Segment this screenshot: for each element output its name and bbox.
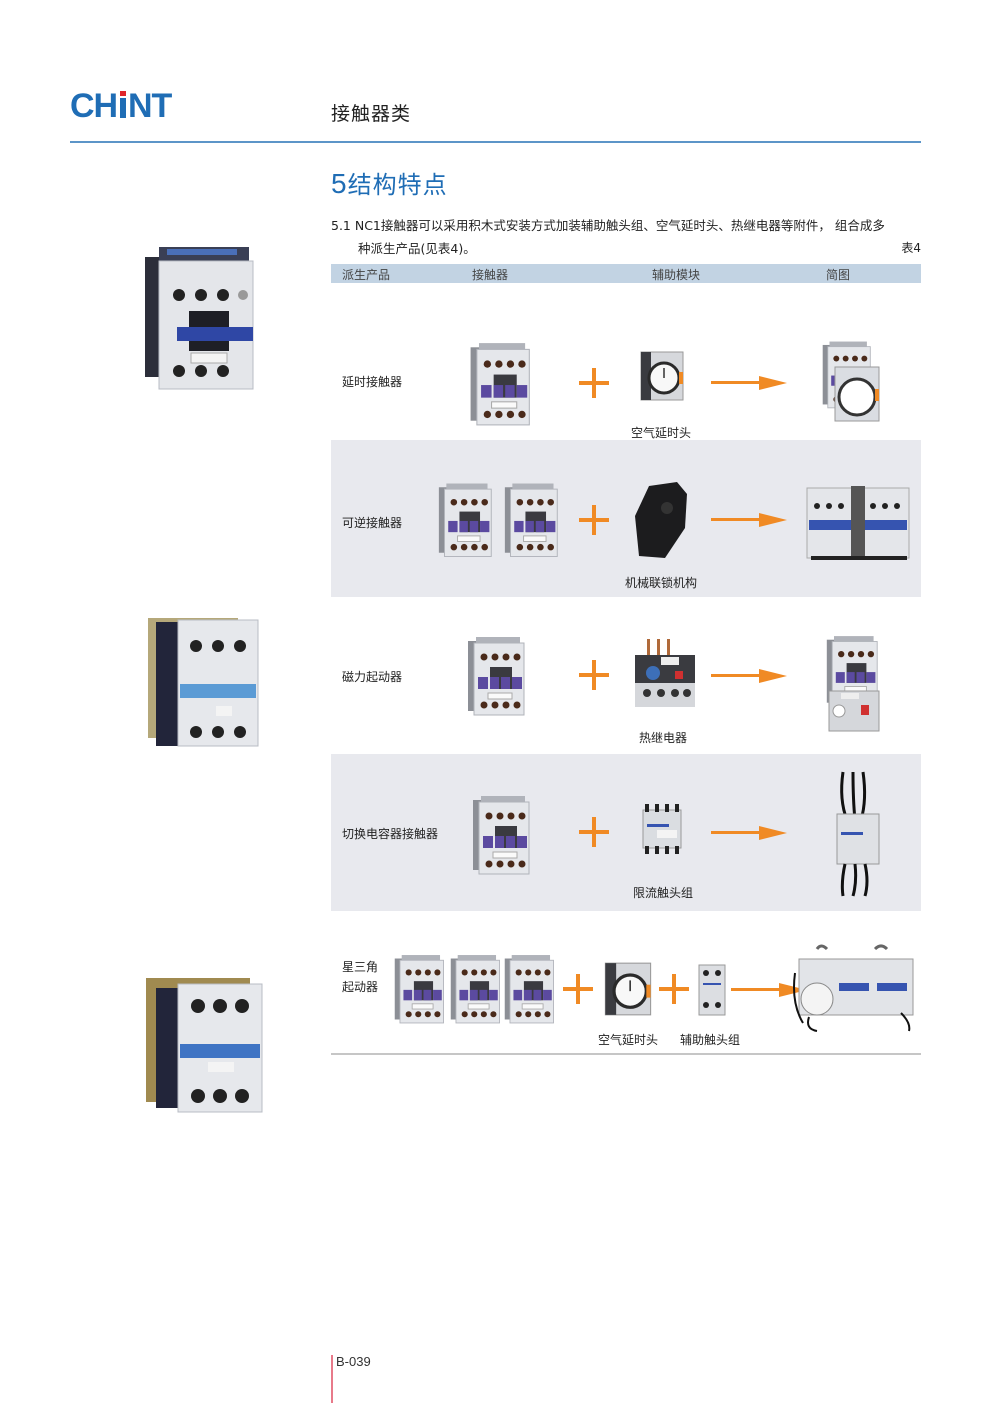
- contactor-image: [503, 480, 561, 560]
- plus-icon: [579, 505, 609, 535]
- table-row: 切换电容器接触器 限流触头组: [331, 754, 921, 911]
- heading-title: 结构特点: [347, 171, 448, 199]
- col-derived-product: 派生产品: [342, 268, 391, 282]
- air-delay-head-image: [639, 350, 685, 402]
- contactor-image: [449, 951, 503, 1027]
- thermal-relay-image: [635, 639, 695, 707]
- arrow-right-icon: [711, 376, 787, 390]
- svg-text:CH: CH: [70, 89, 117, 121]
- contactor-image: [437, 480, 495, 560]
- contactor-photo-large: [146, 978, 263, 1113]
- module-caption: 空气延时头: [598, 1033, 659, 1047]
- module-caption: 限流触头组: [633, 886, 694, 900]
- svg-text:NT: NT: [128, 89, 173, 121]
- row-label: 可逆接触器: [342, 516, 403, 530]
- contactor-image: [471, 794, 533, 876]
- plus-icon: [579, 660, 609, 690]
- contactor-image: [466, 341, 536, 427]
- diagram-capacitor-contactor: [836, 771, 880, 897]
- row-label: 磁力起动器: [342, 670, 403, 684]
- derived-products-table: 派生产品 接触器 辅助模块 简图 延时接触器 空气延时头 可逆接触器 机械联锁机…: [331, 264, 921, 1051]
- arrow-right-icon: [711, 669, 787, 683]
- page-number: B-039: [336, 1354, 371, 1369]
- contactor-photo-small: [145, 247, 254, 390]
- plus-icon: [659, 974, 689, 1004]
- module-caption: 热继电器: [639, 731, 688, 745]
- table-header: 派生产品 接触器 辅助模块 简图: [331, 264, 921, 283]
- contactor-image: [393, 951, 447, 1027]
- contactor-photo-medium: [148, 618, 259, 747]
- air-delay-head-image: [603, 961, 653, 1017]
- col-aux-module: 辅助模块: [652, 268, 701, 282]
- contactor-image: [466, 635, 528, 717]
- chint-logo-mark: CH NT: [70, 89, 174, 121]
- row-label-line-1: 星三角: [342, 960, 379, 974]
- module-caption: 空气延时头: [631, 426, 692, 440]
- diagram-star-delta-starter: [793, 944, 914, 1032]
- plus-icon: [563, 974, 593, 1004]
- intro-line-2-wrap: 种派生产品(见表4)。 表4: [331, 237, 921, 260]
- col-diagram: 简图: [826, 268, 851, 282]
- aux-contact-block-image: [698, 964, 726, 1016]
- intro-line-2: 种派生产品(见表4)。: [358, 241, 476, 256]
- table-bottom-divider: [331, 1053, 921, 1055]
- diagram-reversing-contactor: [806, 486, 910, 560]
- intro-line-1: 5.1 NC1接触器可以采用积木式安装方式加装辅助触头组、空气延时头、热继电器等…: [331, 218, 885, 233]
- diagram-delay-contactor: [821, 339, 880, 422]
- page-heading: 5结构特点: [331, 165, 448, 200]
- section-title: 接触器类: [331, 103, 412, 125]
- table-row: 星三角 起动器 空气延时头 辅助触头组: [331, 911, 921, 1051]
- arrow-right-icon: [711, 513, 787, 527]
- header-divider: [70, 141, 921, 143]
- plus-icon: [579, 817, 609, 847]
- heading-number: 5: [331, 168, 348, 199]
- row-label: 延时接触器: [342, 375, 403, 389]
- mechanical-interlock-image: [635, 482, 687, 558]
- table-row: 可逆接触器 机械联锁机构: [331, 440, 921, 597]
- diagram-magnetic-starter: [825, 619, 880, 732]
- col-contactor: 接触器: [472, 268, 509, 282]
- table-row: 磁力起动器 热继电器: [331, 597, 921, 754]
- plus-icon: [579, 368, 609, 398]
- contactor-image: [503, 951, 557, 1027]
- arrow-right-icon: [711, 826, 787, 840]
- current-limiting-contact-image: [642, 804, 682, 854]
- module-caption: 机械联锁机构: [625, 576, 698, 590]
- module-caption: 辅助触头组: [680, 1033, 741, 1047]
- page-number-bar: [331, 1355, 333, 1403]
- chint-logo: CH NT: [70, 88, 194, 122]
- row-label-line-2: 起动器: [342, 980, 379, 994]
- intro-paragraph: 5.1 NC1接触器可以采用积木式安装方式加装辅助触头组、空气延时头、热继电器等…: [331, 214, 921, 260]
- table-row: 延时接触器 空气延时头: [331, 283, 921, 440]
- table-number: 表4: [901, 241, 921, 255]
- row-label: 切换电容器接触器: [342, 827, 439, 841]
